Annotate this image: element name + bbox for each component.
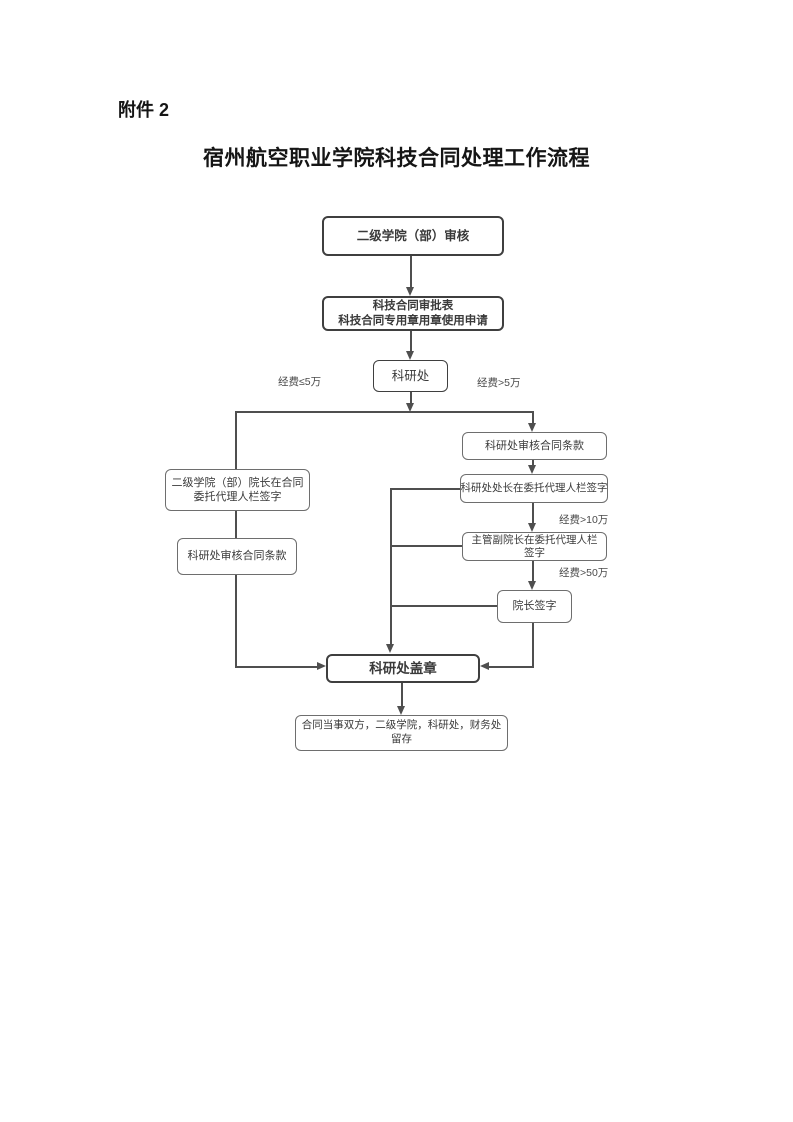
flow-node-archive-line2: 留存 [391, 733, 412, 745]
flow-node-seal: 科研处盖章 [326, 654, 480, 683]
arrowhead-keyan-split [406, 403, 414, 412]
connector-form-keyan [410, 331, 412, 351]
arrowhead-review-form [406, 287, 414, 296]
page-title: 宿州航空职业学院科技合同处理工作流程 [203, 147, 590, 170]
connector-split-line [236, 411, 534, 413]
connector-chief-collector [391, 488, 460, 490]
edge-label-funds-gt-50w: 经费>50万 [559, 567, 609, 579]
flow-node-review: 二级学院（部）审核 [322, 216, 504, 256]
flow-node-archive: 合同当事双方，二级学院，科研处，财务处 留存 [295, 715, 508, 751]
arrowhead-into-vice-sign [528, 523, 536, 532]
flow-node-research-office: 科研处 [373, 360, 448, 392]
arrowhead-into-archive [397, 706, 405, 715]
connector-leftaudit-down [235, 575, 237, 668]
flow-node-vice-sign-line1: 主管副院长在委托代理人栏 [471, 533, 598, 546]
connector-keyan-split [410, 392, 412, 403]
arrowhead-form-keyan [406, 351, 414, 360]
flow-node-dean-sign-line2: 委托代理人栏签字 [193, 491, 282, 503]
arrowhead-into-right-audit [528, 423, 536, 432]
flow-node-chief-sign: 科研处处长在委托代理人栏签字 [460, 474, 608, 503]
flow-node-form: 科技合同审批表 科技合同专用章用章使用申请 [322, 296, 504, 331]
flow-node-archive-line1: 合同当事双方，二级学院，科研处，财务处 [301, 719, 502, 732]
connector-review-form [410, 256, 412, 287]
flow-node-dean-sign-contract: 二级学院（部）院长在合同 委托代理人栏签字 [165, 469, 310, 511]
connector-split-right [532, 411, 534, 423]
connector-vice-collector [391, 545, 462, 547]
connector-president-into-seal [489, 666, 533, 668]
arrowhead-into-president-sign [528, 581, 536, 590]
connector-split-left [235, 411, 237, 469]
connector-vice-president [532, 561, 534, 581]
edge-label-funds-gt-5w: 经费>5万 [477, 377, 521, 389]
attachment-label: 附件 2 [118, 100, 170, 120]
flow-node-president-sign: 院长签字 [497, 590, 572, 623]
connector-rightaudit-chief [532, 460, 534, 465]
edge-label-funds-gt-10w: 经费>10万 [559, 514, 609, 526]
connector-president-down [532, 623, 534, 668]
flow-node-vice-sign-line2: 签字 [524, 546, 545, 559]
connector-chief-vice [532, 503, 534, 523]
connector-left-into-seal [236, 666, 317, 668]
arrowhead-collector-into-seal [386, 644, 394, 653]
flow-node-left-audit: 科研处审核合同条款 [177, 538, 297, 575]
flow-node-right-audit: 科研处审核合同条款 [462, 432, 607, 460]
flow-node-form-line1: 科技合同审批表 [372, 299, 454, 312]
connector-seal-archive [401, 683, 403, 706]
edge-label-funds-le-5w: 经费≤5万 [278, 376, 322, 388]
flow-node-vice-president-sign: 主管副院长在委托代理人栏 签字 [462, 532, 607, 561]
arrowhead-left-into-seal [317, 662, 326, 670]
connector-leftsign-leftaudit [235, 511, 237, 538]
arrowhead-president-into-seal [480, 662, 489, 670]
arrowhead-into-chief-sign [528, 465, 536, 474]
flow-node-form-line2: 科技合同专用章用章使用申请 [338, 314, 488, 327]
connector-collector-vertical [390, 488, 392, 644]
connector-president-collector [391, 605, 497, 607]
flow-node-dean-sign-line1: 二级学院（部）院长在合同 [171, 476, 304, 489]
